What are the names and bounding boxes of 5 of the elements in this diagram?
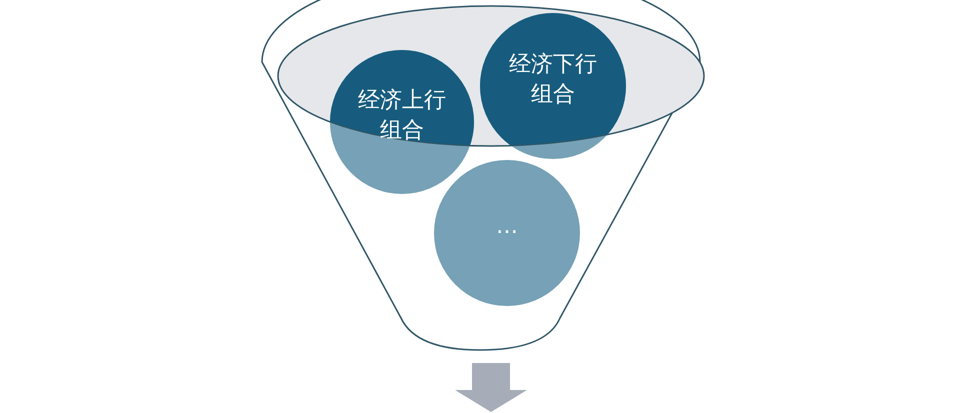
node-label: 经济上行组合 <box>357 87 447 146</box>
circle-node <box>480 13 626 159</box>
node-label: 经济下行组合 <box>508 51 598 110</box>
node-label: … <box>495 213 519 242</box>
circle-node <box>434 160 580 306</box>
